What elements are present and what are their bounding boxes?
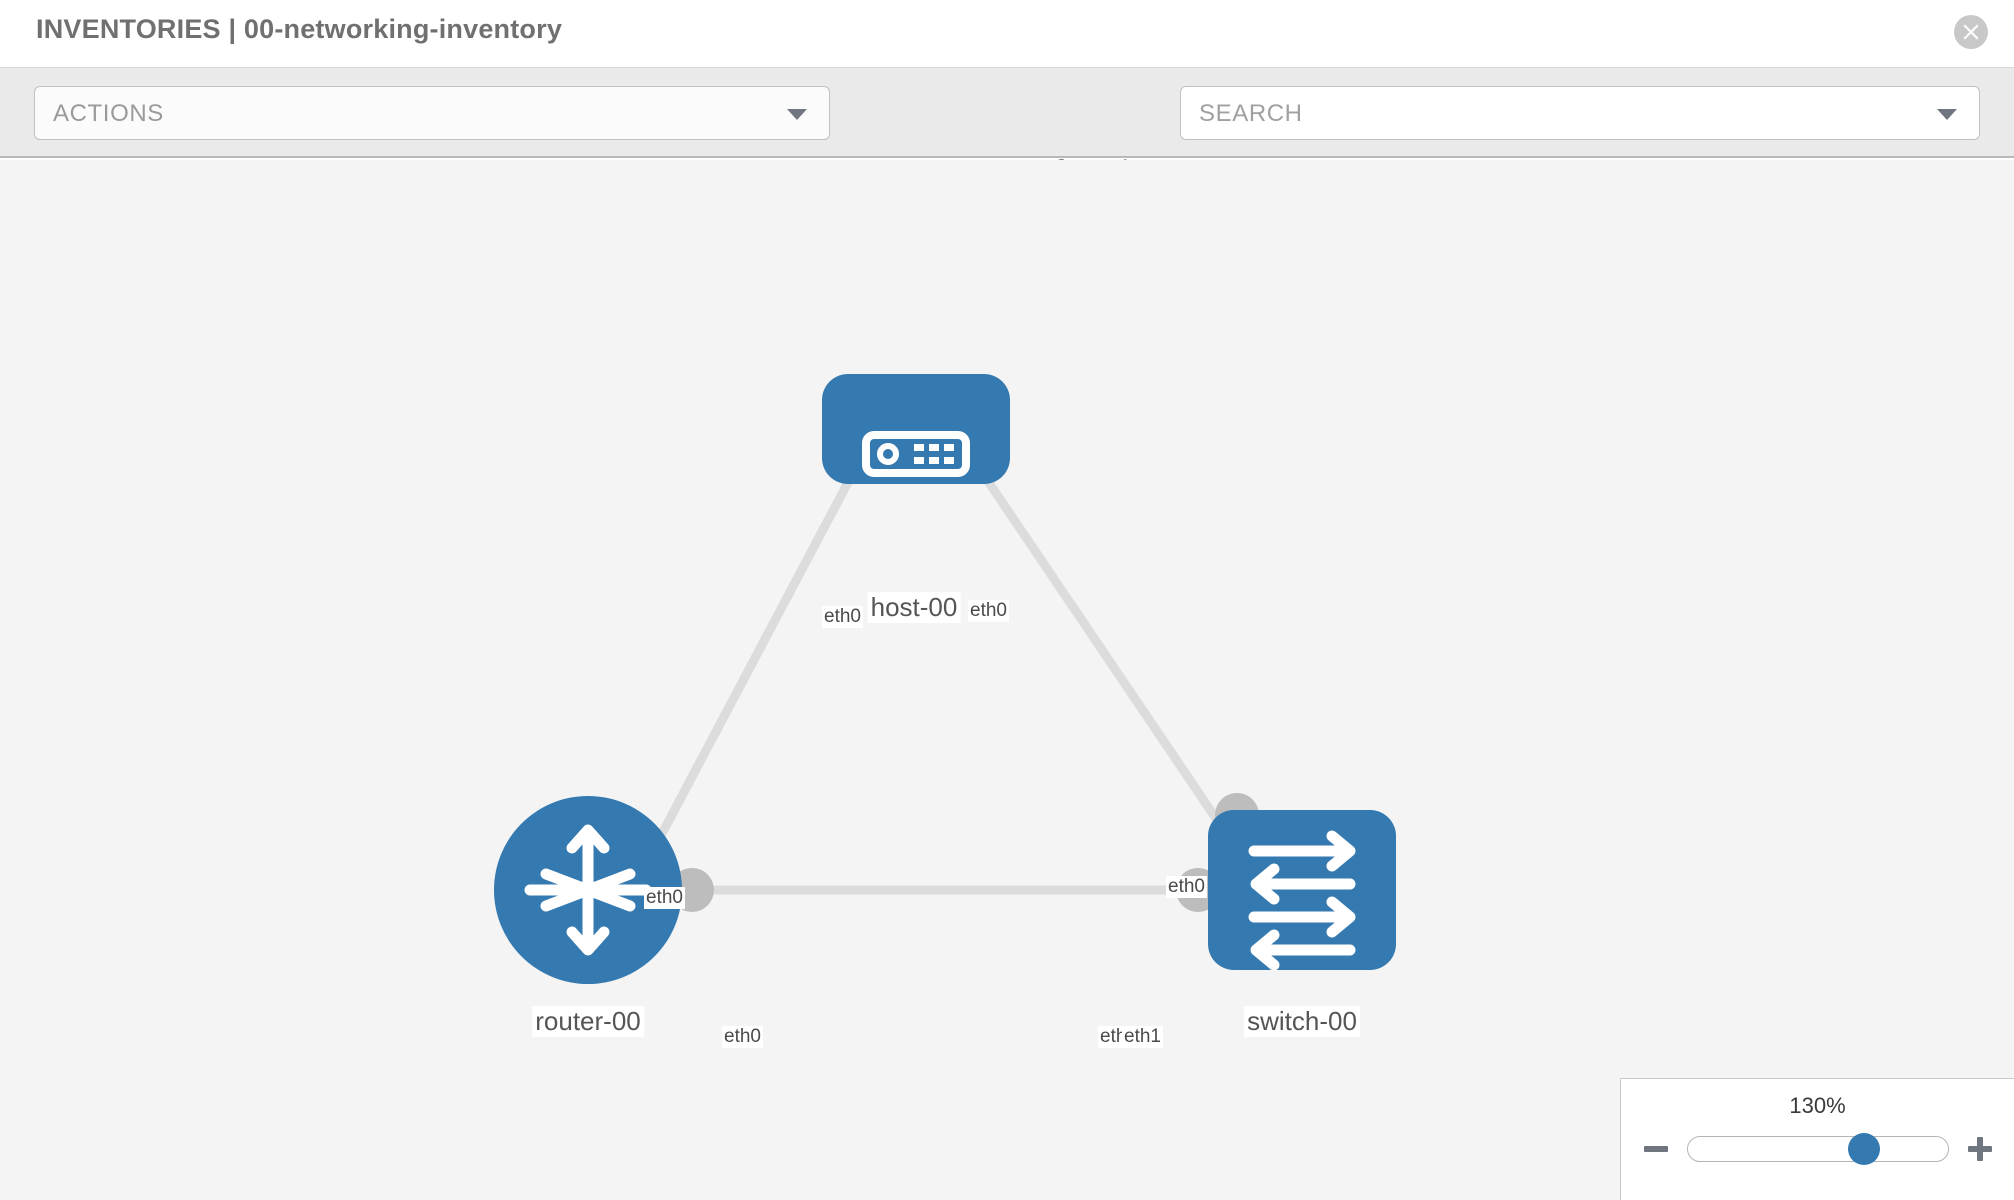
iface-label-switch00-eth1: eth1 — [1122, 1026, 1163, 1048]
iface-label-switch00-uplink: eth0 — [1166, 876, 1207, 898]
link-host00-router00[interactable] — [644, 419, 884, 863]
page-title: INVENTORIES | 00-networking-inventory — [36, 14, 563, 44]
zoom-in-button[interactable] — [1965, 1134, 1995, 1164]
page-header: INVENTORIES | 00-networking-inventory — [0, 0, 2014, 68]
chevron-down-icon — [787, 109, 807, 120]
zoom-slider-thumb[interactable] — [1848, 1133, 1881, 1165]
zoom-slider[interactable] — [1686, 1133, 1949, 1165]
iface-label-host00-left: eth0 — [822, 606, 863, 628]
link-host00-switch00[interactable] — [944, 419, 1248, 863]
zoom-control-panel: 130% — [1620, 1078, 2014, 1200]
zoom-out-button[interactable] — [1641, 1134, 1671, 1164]
actions-dropdown-label: ACTIONS — [53, 100, 164, 127]
server-icon — [862, 431, 970, 477]
zoom-level-value: 130% — [1789, 1093, 1846, 1118]
node-router-00[interactable] — [494, 796, 682, 984]
node-label-switch-00: switch-00 — [1244, 1006, 1360, 1037]
topology-graph — [494, 374, 1396, 984]
chevron-down-icon — [1937, 109, 1957, 120]
iface-label-router00-uplink: eth0 — [644, 887, 685, 909]
search-input[interactable]: SEARCH — [1180, 86, 1980, 140]
search-input-placeholder: SEARCH — [1199, 100, 1303, 127]
node-host-00[interactable] — [822, 374, 1010, 484]
switch-icon — [1248, 830, 1356, 971]
node-label-router-00: router-00 — [532, 1006, 644, 1037]
zoom-control-row — [1621, 1129, 2014, 1169]
iface-label-router00-eth0: eth0 — [722, 1026, 763, 1048]
node-label-host-00: host-00 — [867, 592, 961, 623]
iface-label-host00-right: eth0 — [968, 600, 1009, 622]
actions-dropdown[interactable]: ACTIONS — [34, 86, 830, 140]
close-button[interactable] — [1954, 15, 1988, 49]
toolbar: ACTIONS SEARCH — [0, 68, 2014, 186]
router-icon — [524, 824, 652, 956]
node-switch-00[interactable] — [1208, 810, 1396, 971]
close-icon — [1963, 24, 1979, 40]
topology-links — [644, 419, 1248, 895]
topology-canvas[interactable]: host-00 router-00 switch-00 eth0 eth0 et… — [0, 160, 2014, 1200]
